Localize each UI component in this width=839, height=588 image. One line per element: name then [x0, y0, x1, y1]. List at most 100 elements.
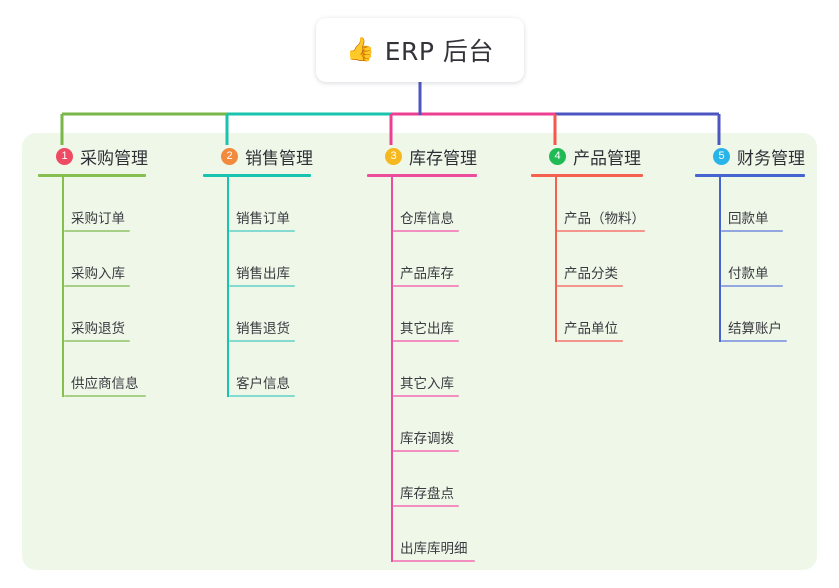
branch-child-label: 付款单: [728, 266, 769, 282]
branch-child-item[interactable]: 仓库信息: [367, 177, 477, 232]
branch-child-underline: [64, 395, 146, 397]
branch-spine: [62, 177, 64, 397]
branch-child-underline: [393, 340, 459, 342]
branch-column: 2 销售管理销售订单销售出库销售退货客户信息: [203, 143, 313, 397]
branch-child-label: 库存盘点: [400, 486, 454, 502]
branch-child-underline: [229, 340, 295, 342]
root-title: ERP 后台: [384, 37, 494, 66]
branch-child-label: 销售出库: [236, 266, 290, 282]
branch-child-item[interactable]: 销售退货: [203, 287, 311, 342]
branch-child-underline: [721, 230, 783, 232]
branch-header[interactable]: 3 库存管理: [367, 143, 477, 169]
branch-child-item[interactable]: 库存调拨: [367, 397, 477, 452]
branch-child-underline: [721, 340, 787, 342]
branch-child-underline: [229, 230, 295, 232]
branch-header[interactable]: 5 财务管理: [695, 143, 805, 169]
branch-child-item[interactable]: 其它出库: [367, 287, 477, 342]
branch-child-item[interactable]: 供应商信息: [38, 342, 146, 397]
branch-child-item[interactable]: 销售订单: [203, 177, 311, 232]
branch-child-item[interactable]: 出库库明细: [367, 507, 477, 562]
thumbs-up-icon: 👍: [346, 36, 375, 63]
branch-column: 3 库存管理仓库信息产品库存其它出库其它入库库存调拨库存盘点出库库明细: [367, 143, 477, 562]
branch-child-item[interactable]: 付款单: [695, 232, 805, 287]
branch-child-item[interactable]: 采购入库: [38, 232, 146, 287]
branch-underline: [367, 174, 477, 177]
branch-child-label: 产品库存: [400, 266, 454, 282]
branch-child-label: 回款单: [728, 211, 769, 227]
branch-child-item[interactable]: 其它入库: [367, 342, 477, 397]
branch-child-item[interactable]: 产品库存: [367, 232, 477, 287]
branch-underline: [531, 174, 643, 177]
branch-child-underline: [393, 505, 459, 507]
branch-child-label: 产品单位: [564, 321, 618, 337]
branch-child-underline: [557, 285, 623, 287]
branch-column: 5 财务管理回款单付款单结算账户: [695, 143, 805, 342]
branch-child-label: 结算账户: [728, 321, 782, 337]
branch-number-badge: 1: [56, 147, 73, 165]
branch-number-badge: 2: [221, 147, 238, 165]
branch-child-label: 销售退货: [236, 321, 290, 337]
branch-child-underline: [393, 450, 459, 452]
branch-children: 销售订单销售出库销售退货客户信息: [203, 177, 311, 397]
branch-child-underline: [557, 230, 645, 232]
branch-title: 销售管理: [245, 148, 313, 169]
branch-child-underline: [393, 285, 459, 287]
branch-child-item[interactable]: 回款单: [695, 177, 805, 232]
root-node[interactable]: 👍 ERP 后台: [316, 18, 524, 82]
branch-child-underline: [64, 230, 130, 232]
branch-child-item[interactable]: 销售出库: [203, 232, 311, 287]
branch-child-label: 其它出库: [400, 321, 454, 337]
branch-child-label: 采购订单: [71, 211, 125, 227]
branch-child-label: 其它入库: [400, 376, 454, 392]
branch-title: 产品管理: [573, 148, 641, 169]
branch-child-label: 销售订单: [236, 211, 290, 227]
branch-child-underline: [229, 285, 295, 287]
branch-child-underline: [557, 340, 623, 342]
branch-child-label: 采购退货: [71, 321, 125, 337]
branch-child-item[interactable]: 产品单位: [531, 287, 643, 342]
branch-underline: [38, 174, 146, 177]
branch-child-underline: [64, 340, 130, 342]
branch-child-underline: [721, 285, 783, 287]
branch-children: 产品（物料） 产品分类产品单位: [531, 177, 645, 342]
branch-child-label: 客户信息: [236, 376, 290, 392]
branch-title: 财务管理: [737, 148, 805, 169]
branches-panel: [22, 133, 817, 570]
branch-child-item[interactable]: 产品分类: [531, 232, 643, 287]
branch-number-badge: 5: [713, 147, 730, 165]
branch-title: 库存管理: [409, 148, 477, 169]
branch-child-label: 采购入库: [71, 266, 125, 282]
branch-child-item[interactable]: 库存盘点: [367, 452, 477, 507]
branch-spine: [227, 177, 229, 397]
branch-spine: [391, 177, 393, 562]
branch-child-item[interactable]: 客户信息: [203, 342, 311, 397]
branch-child-underline: [64, 285, 130, 287]
branch-child-underline: [393, 230, 459, 232]
branch-child-item[interactable]: 结算账户: [695, 287, 805, 342]
branch-header[interactable]: 2 销售管理: [203, 143, 313, 169]
branch-child-underline: [229, 395, 295, 397]
branch-child-underline: [393, 560, 475, 562]
branch-child-underline: [393, 395, 459, 397]
branch-child-label: 出库库明细: [400, 541, 468, 557]
branch-child-item[interactable]: 采购退货: [38, 287, 146, 342]
branch-child-item[interactable]: 产品（物料）: [531, 177, 645, 232]
branch-child-label: 库存调拨: [400, 431, 454, 447]
branch-underline: [203, 174, 311, 177]
branch-child-label: 产品分类: [564, 266, 618, 282]
branch-children: 回款单付款单结算账户: [695, 177, 805, 342]
branch-number-badge: 3: [385, 147, 402, 165]
branch-child-label: 仓库信息: [400, 211, 454, 227]
branch-spine: [719, 177, 721, 342]
branch-underline: [695, 174, 805, 177]
branch-children: 采购订单采购入库采购退货供应商信息: [38, 177, 146, 397]
branch-child-label: 供应商信息: [71, 376, 139, 392]
branch-child-label: 产品（物料）: [564, 211, 645, 227]
branch-child-item[interactable]: 采购订单: [38, 177, 146, 232]
branch-children: 仓库信息产品库存其它出库其它入库库存调拨库存盘点出库库明细: [367, 177, 477, 562]
